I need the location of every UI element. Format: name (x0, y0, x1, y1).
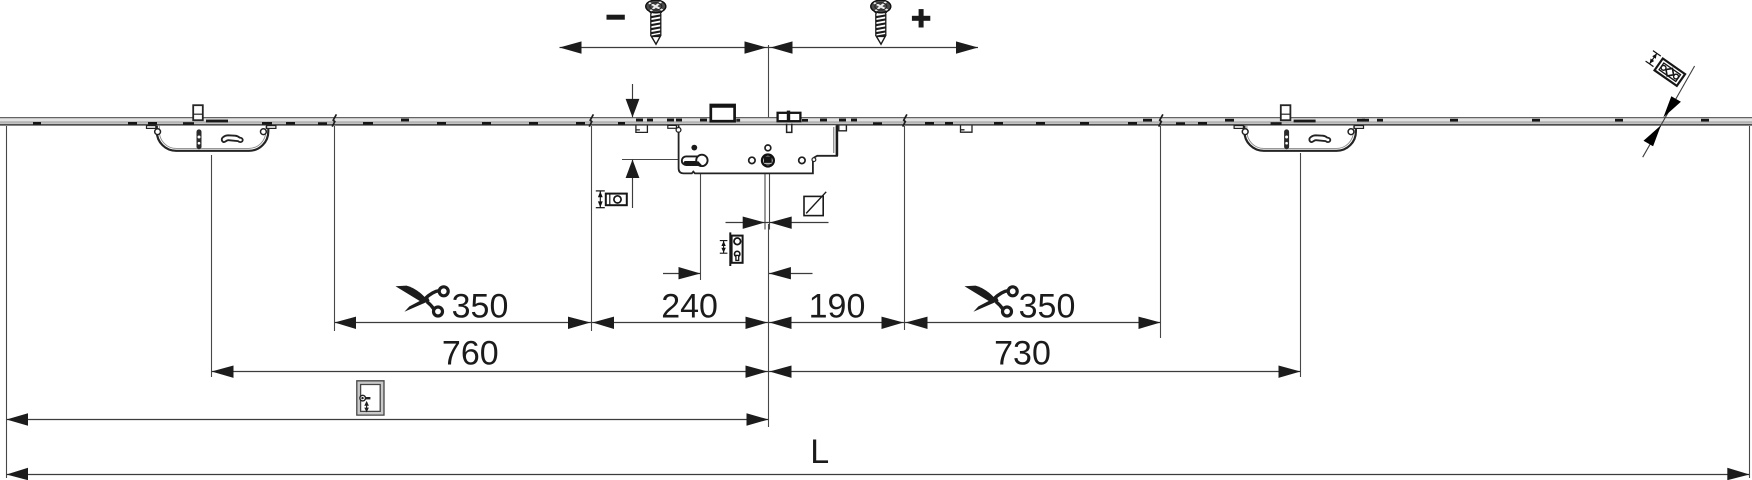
svg-text:730: 730 (994, 334, 1051, 372)
svg-text:190: 190 (809, 288, 866, 326)
svg-text:L: L (810, 433, 829, 471)
svg-text:350: 350 (452, 288, 509, 326)
svg-text:350: 350 (1019, 288, 1076, 326)
svg-text:240: 240 (661, 288, 718, 326)
svg-text:760: 760 (442, 335, 499, 373)
